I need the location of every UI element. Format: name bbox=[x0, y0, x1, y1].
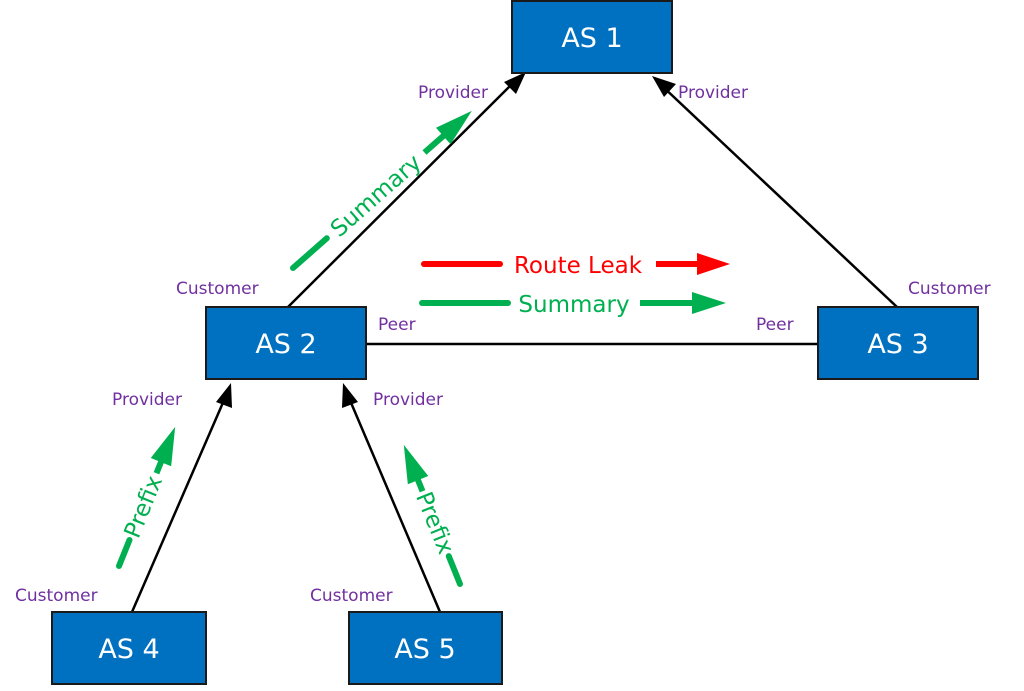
prefix-as4-as2-arrow: Prefix bbox=[116, 426, 176, 569]
summary-as2-as3-arrowhead bbox=[692, 292, 726, 314]
summary-as2-as3-label: Summary bbox=[518, 292, 629, 318]
link-as3-as1 bbox=[659, 83, 898, 308]
node-as2[interactable]: AS 2 bbox=[205, 306, 367, 380]
summary-as2-as1-arrow: Summary bbox=[290, 110, 472, 271]
summary-as2-as3-arrow: Summary bbox=[419, 292, 726, 318]
role-labels: Provider Provider Customer Customer Peer… bbox=[15, 83, 991, 606]
role-as4-as2-provider: Provider bbox=[112, 390, 182, 410]
role-as3-peer: Peer bbox=[756, 315, 794, 335]
node-as5[interactable]: AS 5 bbox=[348, 611, 503, 685]
prefix-as5-as2-arrowhead bbox=[403, 444, 429, 485]
role-as4-customer: Customer bbox=[15, 586, 98, 606]
prefix-as5-as2-arrow: Prefix bbox=[403, 444, 463, 587]
summary-as2-as1-label: Summary bbox=[326, 150, 427, 243]
route-leak-arrowhead bbox=[697, 253, 730, 275]
prefix-as4-as2-label: Prefix bbox=[120, 472, 168, 542]
role-as2-customer: Customer bbox=[176, 279, 259, 299]
summary-as2-as1-arrowhead bbox=[435, 110, 472, 145]
role-as3-as1-provider: Provider bbox=[678, 83, 748, 103]
node-as2-label: AS 2 bbox=[255, 329, 316, 360]
arrowhead-as2-bottom-right bbox=[342, 383, 358, 408]
node-as1-label: AS 1 bbox=[561, 23, 622, 54]
node-as4[interactable]: AS 4 bbox=[51, 611, 207, 685]
node-as4-label: AS 4 bbox=[98, 634, 159, 665]
node-as1[interactable]: AS 1 bbox=[511, 0, 673, 74]
arrowhead-as2-bottom-left bbox=[216, 383, 232, 408]
link-as4-as2 bbox=[130, 397, 227, 613]
route-leak-label: Route Leak bbox=[514, 253, 643, 279]
role-as5-as2-provider: Provider bbox=[373, 390, 443, 410]
node-as3-label: AS 3 bbox=[867, 329, 928, 360]
links bbox=[130, 72, 898, 613]
role-as2-as1-provider: Provider bbox=[418, 83, 488, 103]
node-as5-label: AS 5 bbox=[394, 634, 455, 665]
route-leak-arrow: Route Leak bbox=[421, 253, 730, 279]
node-as3[interactable]: AS 3 bbox=[817, 306, 979, 380]
role-as3-customer: Customer bbox=[908, 279, 991, 299]
link-as5-as2 bbox=[347, 397, 442, 613]
arrowhead-as1-left bbox=[504, 72, 526, 94]
prefix-as5-as2-label: Prefix bbox=[410, 488, 458, 558]
role-as5-customer: Customer bbox=[310, 586, 393, 606]
arrowhead-as1-right bbox=[652, 76, 676, 97]
role-as2-peer: Peer bbox=[378, 315, 416, 335]
prefix-as4-as2-arrowhead bbox=[150, 426, 176, 467]
link-as2-as1 bbox=[287, 75, 521, 308]
